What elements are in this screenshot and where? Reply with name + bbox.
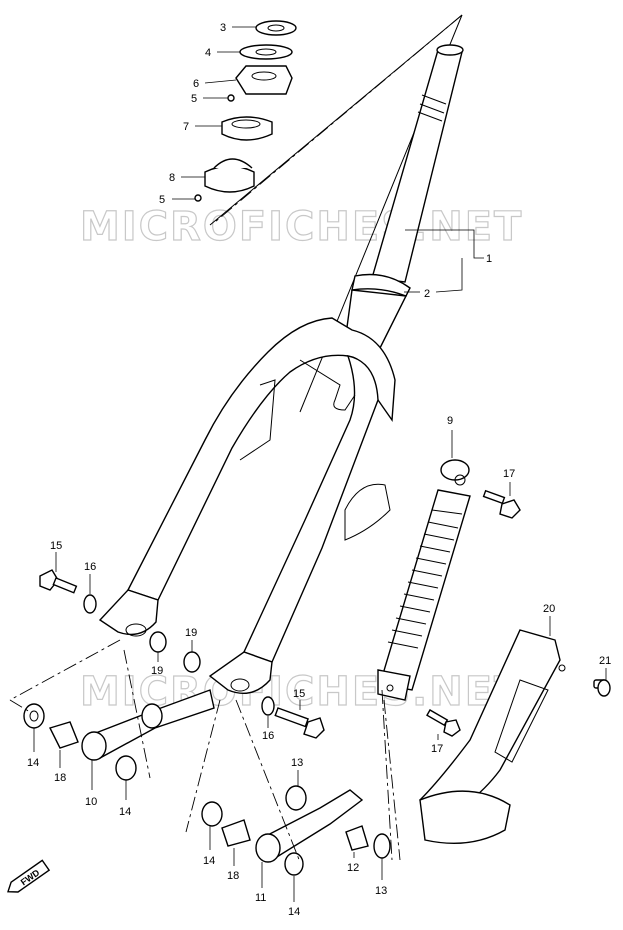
watermark-top: MICROFICHES.NET <box>80 204 523 250</box>
part-label: 9 <box>447 415 453 427</box>
steering-stem-tube <box>344 44 464 349</box>
part-label: 11 <box>255 892 266 904</box>
part-label: 15 <box>50 540 62 552</box>
leader-lines <box>33 26 607 902</box>
fork-frame <box>98 317 396 694</box>
part-label: 2 <box>424 288 430 300</box>
part-label: 13 <box>291 757 303 769</box>
part-label: 12 <box>347 862 359 874</box>
assembly-guide-lines <box>9 639 401 863</box>
lower-link-assemblies <box>23 689 391 876</box>
part-label: 3 <box>220 22 226 34</box>
part-label: 18 <box>227 870 239 882</box>
forward-direction-badge: FWD <box>7 859 51 893</box>
part-label: 20 <box>543 603 555 615</box>
part-label: 7 <box>183 121 189 133</box>
part-label: 8 <box>169 172 175 184</box>
part-labels: 3 4 6 5 7 8 5 1 2 9 17 15 16 19 19 20 21… <box>27 22 611 918</box>
part-label: 4 <box>205 47 211 59</box>
part-label: 16 <box>262 730 274 742</box>
part-label: 17 <box>431 743 443 755</box>
part-label: 19 <box>185 627 197 639</box>
part-label: 14 <box>27 757 39 769</box>
part-label: 14 <box>288 906 300 918</box>
part-label: 18 <box>54 772 66 784</box>
fork-guard <box>419 629 566 844</box>
part-label: 5 <box>191 93 197 105</box>
part-label: 1 <box>486 253 492 265</box>
part-label: 5 <box>159 194 165 206</box>
part-label: 14 <box>203 855 215 867</box>
part-label: 15 <box>293 688 305 700</box>
part-label: 19 <box>151 665 163 677</box>
part-label: 21 <box>599 655 611 667</box>
part-label: 14 <box>119 806 131 818</box>
shock-absorber <box>377 459 471 701</box>
part-label: 16 <box>84 561 96 573</box>
part-label: 17 <box>503 468 515 480</box>
hardware-bolts-washers <box>39 489 611 739</box>
part-label: 13 <box>375 885 387 897</box>
part-label: 6 <box>193 78 199 90</box>
part-label: 10 <box>85 796 97 808</box>
